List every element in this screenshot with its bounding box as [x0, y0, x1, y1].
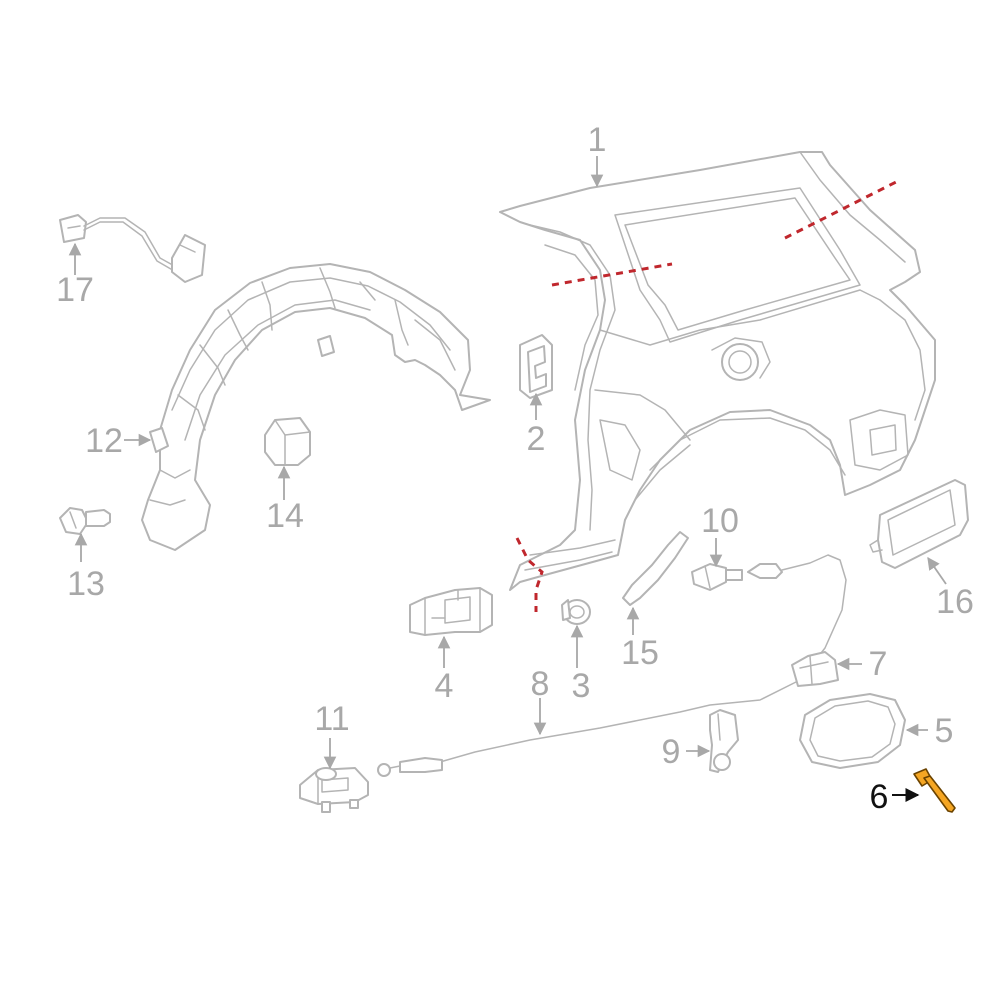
callout-12: 12: [85, 422, 123, 460]
part-8-release-cable[interactable]: [377, 554, 847, 777]
callout-17: 17: [56, 271, 94, 309]
callout-10: 10: [701, 502, 739, 540]
callout-8: 8: [531, 665, 550, 703]
part-1-quarter-panel[interactable]: [499, 151, 936, 591]
part-3-bumper[interactable]: [561, 599, 591, 625]
part-13-push-clip[interactable]: [59, 507, 111, 535]
callout-15: 15: [621, 634, 659, 672]
callout-labels: 1 17 12 14 13 2 4 3 15 10 16 7 8 5 9 11 …: [56, 121, 974, 816]
callout-9: 9: [662, 733, 681, 771]
callout-13: 13: [67, 565, 105, 603]
part-17-wire-harness[interactable]: [59, 214, 206, 283]
callout-5: 5: [935, 712, 954, 750]
part-2-bracket[interactable]: [519, 334, 553, 399]
part-16-fuel-housing[interactable]: [869, 479, 969, 569]
callout-14: 14: [266, 497, 304, 535]
callout-7: 7: [869, 645, 888, 683]
callout-3: 3: [572, 667, 591, 705]
part-11-lock-base[interactable]: [299, 767, 369, 813]
part-15-moulding[interactable]: [622, 531, 689, 606]
part-5-fuel-door[interactable]: [799, 693, 906, 769]
part-7-spring[interactable]: [791, 651, 839, 687]
callout-16: 16: [936, 583, 974, 621]
leader-lines: [68, 156, 947, 802]
part-4-hinge[interactable]: [409, 587, 493, 636]
part-14-clip[interactable]: [264, 417, 311, 466]
callout-11: 11: [314, 700, 349, 738]
part-10-cable-end[interactable]: [691, 563, 743, 591]
callout-6: 6: [870, 778, 889, 816]
callout-4: 4: [435, 667, 454, 705]
cut-lines: [515, 178, 901, 612]
callout-1: 1: [588, 121, 607, 159]
part-6-rivet[interactable]: [913, 768, 956, 813]
part-12-liner[interactable]: [141, 263, 491, 551]
callout-2: 2: [527, 420, 546, 458]
part-9-bracket[interactable]: [709, 709, 739, 773]
